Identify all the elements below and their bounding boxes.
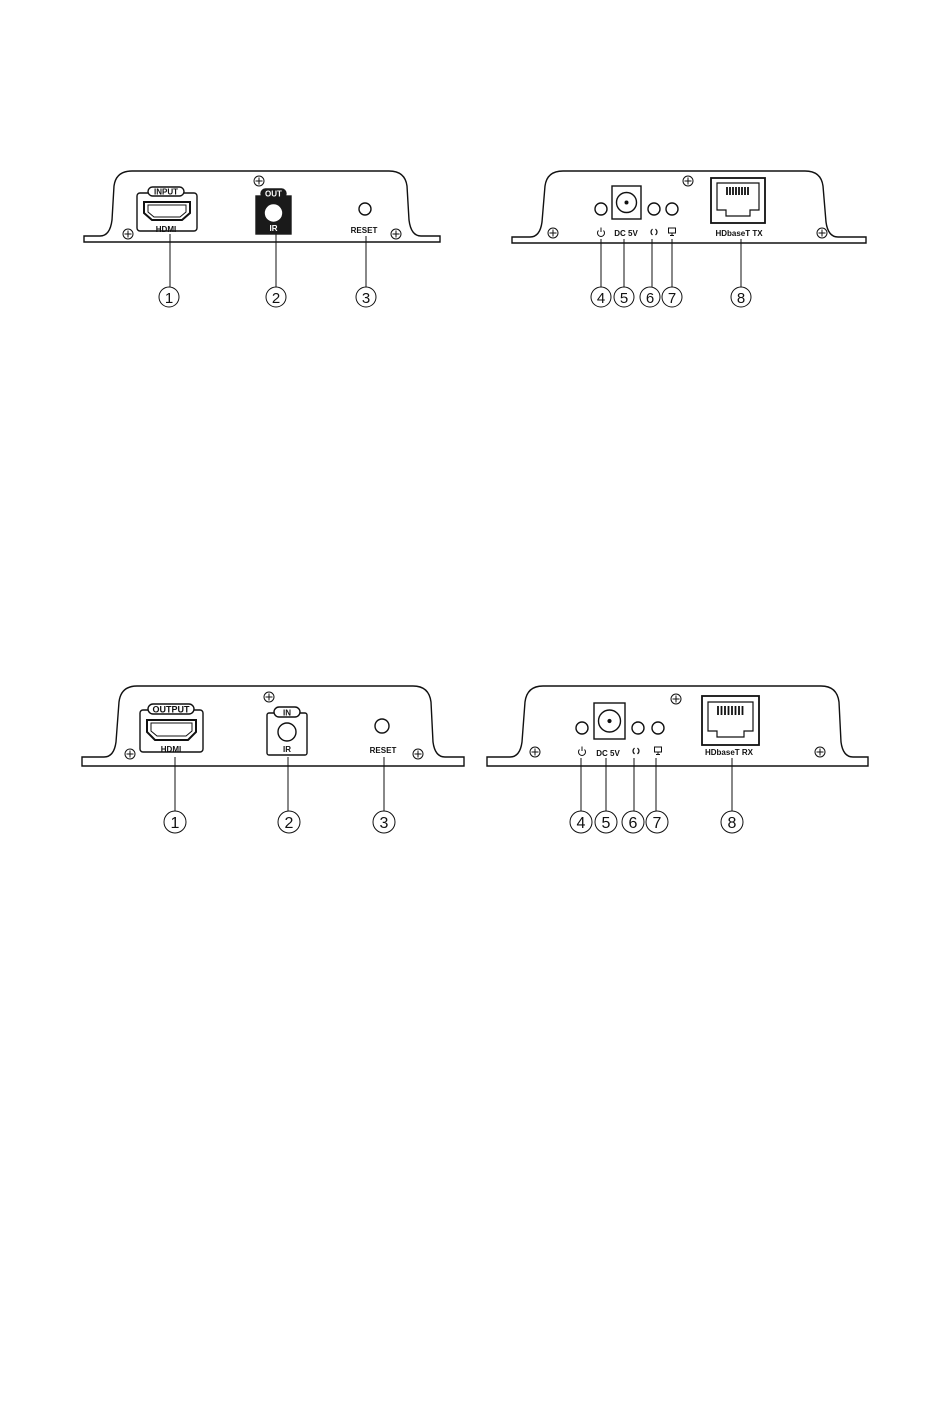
callout-2: 2 — [272, 290, 280, 307]
callout-7: 7 — [668, 290, 676, 307]
display-led — [666, 203, 678, 215]
rx-front-panel: OUTPUT HDMI IN IR RESET 1 2 3 — [82, 686, 464, 833]
callout-7: 7 — [653, 815, 662, 832]
link-led — [632, 722, 644, 734]
callout-5: 5 — [602, 815, 611, 832]
reset-button[interactable] — [359, 203, 371, 215]
callout-6: 6 — [629, 815, 638, 832]
screw-icon — [548, 228, 558, 238]
reset-label: RESET — [351, 226, 378, 235]
link-icon — [651, 229, 657, 235]
link-icon — [633, 748, 639, 754]
screw-icon — [671, 694, 681, 704]
display-led — [652, 722, 664, 734]
callout-3: 3 — [380, 815, 389, 832]
callout-4: 4 — [597, 290, 605, 307]
ir-out-port[interactable]: OUT IR — [256, 189, 291, 234]
screw-icon — [123, 229, 133, 239]
callout-6: 6 — [646, 290, 654, 307]
dc-5v-jack[interactable] — [594, 703, 625, 739]
callout-3: 3 — [362, 290, 370, 307]
hdbaset-rx-label: HDbaseT RX — [705, 748, 754, 757]
callout-5: 5 — [620, 290, 628, 307]
screw-icon — [683, 176, 693, 186]
ir-bottom-label: IR — [270, 224, 278, 233]
ir-top-label: OUT — [265, 190, 282, 199]
screw-icon — [413, 749, 423, 759]
ir-in-port[interactable]: IN IR — [267, 707, 307, 755]
hdmi-input-port[interactable]: INPUT HDMI — [137, 187, 197, 234]
reset-button[interactable] — [375, 719, 389, 733]
hdbaset-tx-label: HDbaseT TX — [715, 229, 763, 238]
callout-1: 1 — [171, 815, 180, 832]
screw-icon — [125, 749, 135, 759]
display-icon — [669, 228, 676, 236]
callout-8: 8 — [728, 815, 737, 832]
display-icon — [655, 747, 662, 755]
reset-label: RESET — [370, 746, 397, 755]
dc-5v-label: DC 5V — [596, 749, 620, 758]
screw-icon — [817, 228, 827, 238]
dc-5v-label: DC 5V — [614, 229, 638, 238]
screw-icon — [391, 229, 401, 239]
dc-5v-jack[interactable] — [612, 186, 641, 219]
tx-front-panel: INPUT HDMI OUT IR RESET 1 2 3 — [84, 171, 440, 307]
callout-4: 4 — [577, 815, 586, 832]
hdbaset-rx-port[interactable] — [702, 696, 759, 745]
hdbaset-tx-port[interactable] — [711, 178, 765, 223]
power-led — [576, 722, 588, 734]
power-led — [595, 203, 607, 215]
callout-8: 8 — [737, 290, 745, 307]
ir-top-label: IN — [283, 709, 291, 718]
callout-2: 2 — [285, 815, 294, 832]
hdmi-bottom-label: HDMI — [161, 745, 181, 754]
screw-icon — [254, 176, 264, 186]
link-led — [648, 203, 660, 215]
power-icon — [598, 228, 605, 237]
hdmi-top-label: INPUT — [154, 188, 178, 197]
ir-bottom-label: IR — [283, 745, 291, 754]
hdmi-top-label: OUTPUT — [153, 705, 191, 715]
tx-rear-panel: DC 5V HDbaseT TX 4 5 6 7 8 — [512, 171, 866, 307]
callout-1: 1 — [165, 290, 173, 307]
rx-rear-panel: DC 5V HDbaseT RX 4 5 6 7 8 — [487, 686, 868, 833]
screw-icon — [815, 747, 825, 757]
hdmi-bottom-label: HDMI — [156, 225, 176, 234]
screw-icon — [264, 692, 274, 702]
hdmi-output-port[interactable]: OUTPUT HDMI — [140, 704, 203, 754]
screw-icon — [530, 747, 540, 757]
power-icon — [579, 747, 586, 756]
